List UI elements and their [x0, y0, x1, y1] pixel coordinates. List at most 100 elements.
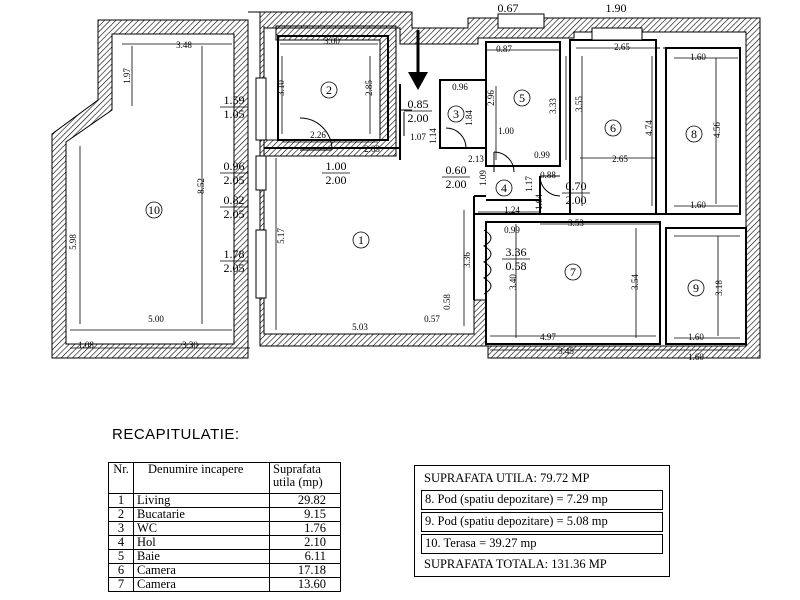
dimension-label: 0.88: [540, 170, 556, 180]
dimension-label: 3.54: [630, 274, 640, 290]
room-circle: [352, 231, 370, 249]
cell-name: Bucatarie: [133, 507, 270, 522]
room-number: 5: [519, 91, 525, 105]
opening-height: 2.05: [224, 261, 245, 275]
room-number: 1: [358, 233, 364, 247]
cell-area: 29.82: [269, 493, 341, 508]
recap-title: RECAPITULATIE:: [112, 426, 240, 443]
column-header-name: Denumire incapere: [133, 462, 270, 494]
dimension-label: 5.03: [352, 322, 368, 332]
room-number: 8: [691, 127, 697, 141]
room-circle: [604, 119, 622, 137]
dimension-label: 1.60: [690, 200, 706, 210]
opening-height: 1.05: [224, 107, 245, 121]
cell-name: WC: [133, 521, 270, 536]
cell-name: Camera: [133, 577, 270, 592]
opening-width: 0.82: [224, 193, 245, 207]
dimension-label: 1.90: [606, 1, 627, 15]
cell-name: Hol: [133, 535, 270, 550]
dimension-label: 1.09: [478, 170, 488, 186]
room-circle: [564, 263, 582, 281]
opening-height: 2.00: [408, 111, 429, 125]
dimension-label: 0.57: [424, 314, 440, 324]
dimension-label: 5.98: [68, 234, 78, 250]
dimension-label: 4.56: [712, 122, 722, 138]
dimension-label: 4.97: [540, 332, 556, 342]
cell-area: 17.18: [269, 563, 341, 578]
cell-nr: 5: [108, 549, 134, 564]
cell-nr: 7: [108, 577, 134, 592]
entrance-arrow-icon: [408, 30, 428, 90]
opening-fraction: 3.360.58: [502, 245, 530, 273]
room-number: 7: [570, 265, 576, 279]
dimension-label: 1.97: [122, 68, 132, 84]
dimension-label: 1.84: [464, 110, 474, 126]
dimension-label: 3.00: [324, 36, 340, 46]
dimension-label: 3.48: [176, 40, 192, 50]
dimension-label: 3.30: [182, 340, 198, 350]
room-circle: [145, 201, 163, 219]
room-circle: [495, 179, 513, 197]
dimension-label: 2.85: [364, 80, 374, 96]
summary-terrace: 10. Terasa = 39.27 mp: [421, 534, 663, 554]
dimension-label: 0.58: [442, 294, 452, 310]
room-number: 3: [453, 107, 459, 121]
rooms-table: Nr. Denumire incapere Suprafata utila (m…: [108, 462, 341, 592]
opening-fraction: 0.602.00: [442, 163, 470, 191]
cell-nr: 4: [108, 535, 134, 550]
dimension-label: 1.60: [688, 332, 704, 342]
room-number: 2: [326, 83, 332, 97]
dimension-label: 3.36: [462, 252, 472, 268]
cell-name: Camera: [133, 563, 270, 578]
dimension-label: 0.96: [452, 82, 468, 92]
summary-box: SUPRAFATA UTILA: 79.72 MP 8. Pod (spatiu…: [414, 465, 670, 577]
cell-name: Living: [133, 493, 270, 508]
dimension-label: 1.08: [78, 340, 94, 350]
dimension-label: 1.60: [688, 352, 704, 362]
dimension-label: 5.00: [148, 314, 164, 324]
dimension-label: 0.67: [498, 1, 519, 15]
dimension-label: 0.99: [504, 225, 520, 235]
opening-width: 3.36: [506, 245, 527, 259]
column-header-nr: Nr.: [108, 462, 134, 494]
opening-fraction: 0.822.05: [220, 193, 248, 221]
dimension-label: 5.17: [276, 228, 286, 244]
summary-storage-9: 9. Pod (spatiu depozitare) = 5.08 mp: [421, 512, 663, 532]
cell-area: 9.15: [269, 507, 341, 522]
opening-fraction: 0.702.00: [562, 179, 590, 207]
cell-name: Baie: [133, 549, 270, 564]
opening-width: 0.70: [566, 179, 587, 193]
opening-width: 1.59: [224, 93, 245, 107]
dimension-lines: [70, 43, 740, 351]
room-number: 9: [693, 281, 699, 295]
cell-nr: 2: [108, 507, 134, 522]
opening-fraction: 0.852.00: [404, 97, 432, 125]
opening-height: 0.58: [506, 259, 527, 273]
dimension-label: 0.87: [496, 44, 512, 54]
cell-nr: 3: [108, 521, 134, 536]
table-header-row: Nr. Denumire incapere Suprafata utila (m…: [108, 462, 341, 494]
room-circle: [320, 81, 338, 99]
room-circle: [513, 89, 531, 107]
room-circle: [685, 125, 703, 143]
dimension-label: 2.96: [486, 90, 496, 106]
cell-area: 2.10: [269, 535, 341, 550]
dimension-label: 0.99: [534, 150, 550, 160]
opening-fraction: 1.782.05: [220, 247, 248, 275]
dimension-label: 3.18: [714, 280, 724, 296]
opening-height: 2.00: [446, 177, 467, 191]
room-number: 10: [148, 203, 160, 217]
opening-height: 2.00: [326, 173, 347, 187]
dimension-label: 4.74: [644, 120, 654, 136]
dimension-label: 1.14: [428, 128, 438, 144]
opening-width: 0.85: [408, 97, 429, 111]
dimension-label: 3.55: [574, 96, 584, 112]
dimension-label: 1.24: [504, 205, 520, 215]
